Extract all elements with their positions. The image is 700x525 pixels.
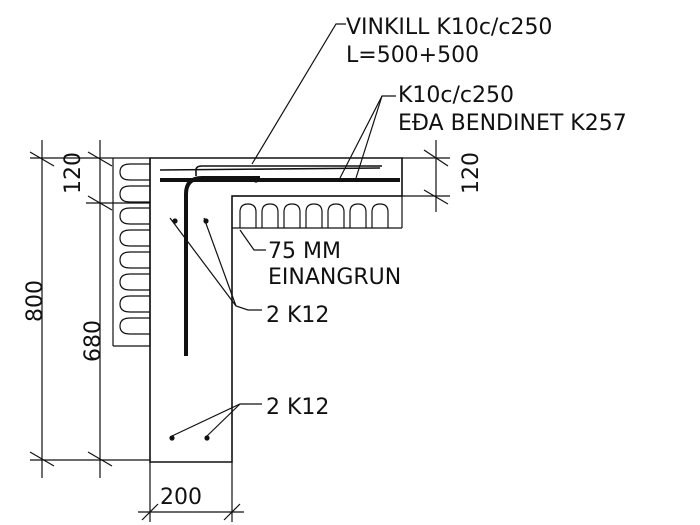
label-insulation: EINANGRUN	[268, 265, 401, 290]
dim-wall-width: 200	[160, 485, 202, 510]
slab-insulation	[232, 195, 403, 229]
label-bendinet: EÐA BENDINET K257	[398, 111, 627, 136]
label-insulation-thickness: 75 MM	[268, 239, 341, 264]
label-rebar-upper: 2 K12	[266, 303, 329, 328]
dim-wall-height: 680	[81, 320, 106, 362]
dimension-lines	[29, 140, 450, 522]
label-k10: K10c/c250	[398, 83, 514, 108]
label-rebar-lower: 2 K12	[266, 395, 329, 420]
dim-total-height: 800	[23, 280, 48, 322]
rebar	[159, 165, 400, 441]
dim-top-right: 120	[459, 152, 484, 194]
label-vinkill-length: L=500+500	[346, 43, 479, 68]
label-vinkill: VINKILL K10c/c250	[346, 15, 552, 40]
dim-top-left: 120	[61, 152, 86, 194]
wall-insulation	[112, 158, 151, 347]
leader-lines	[169, 23, 396, 437]
